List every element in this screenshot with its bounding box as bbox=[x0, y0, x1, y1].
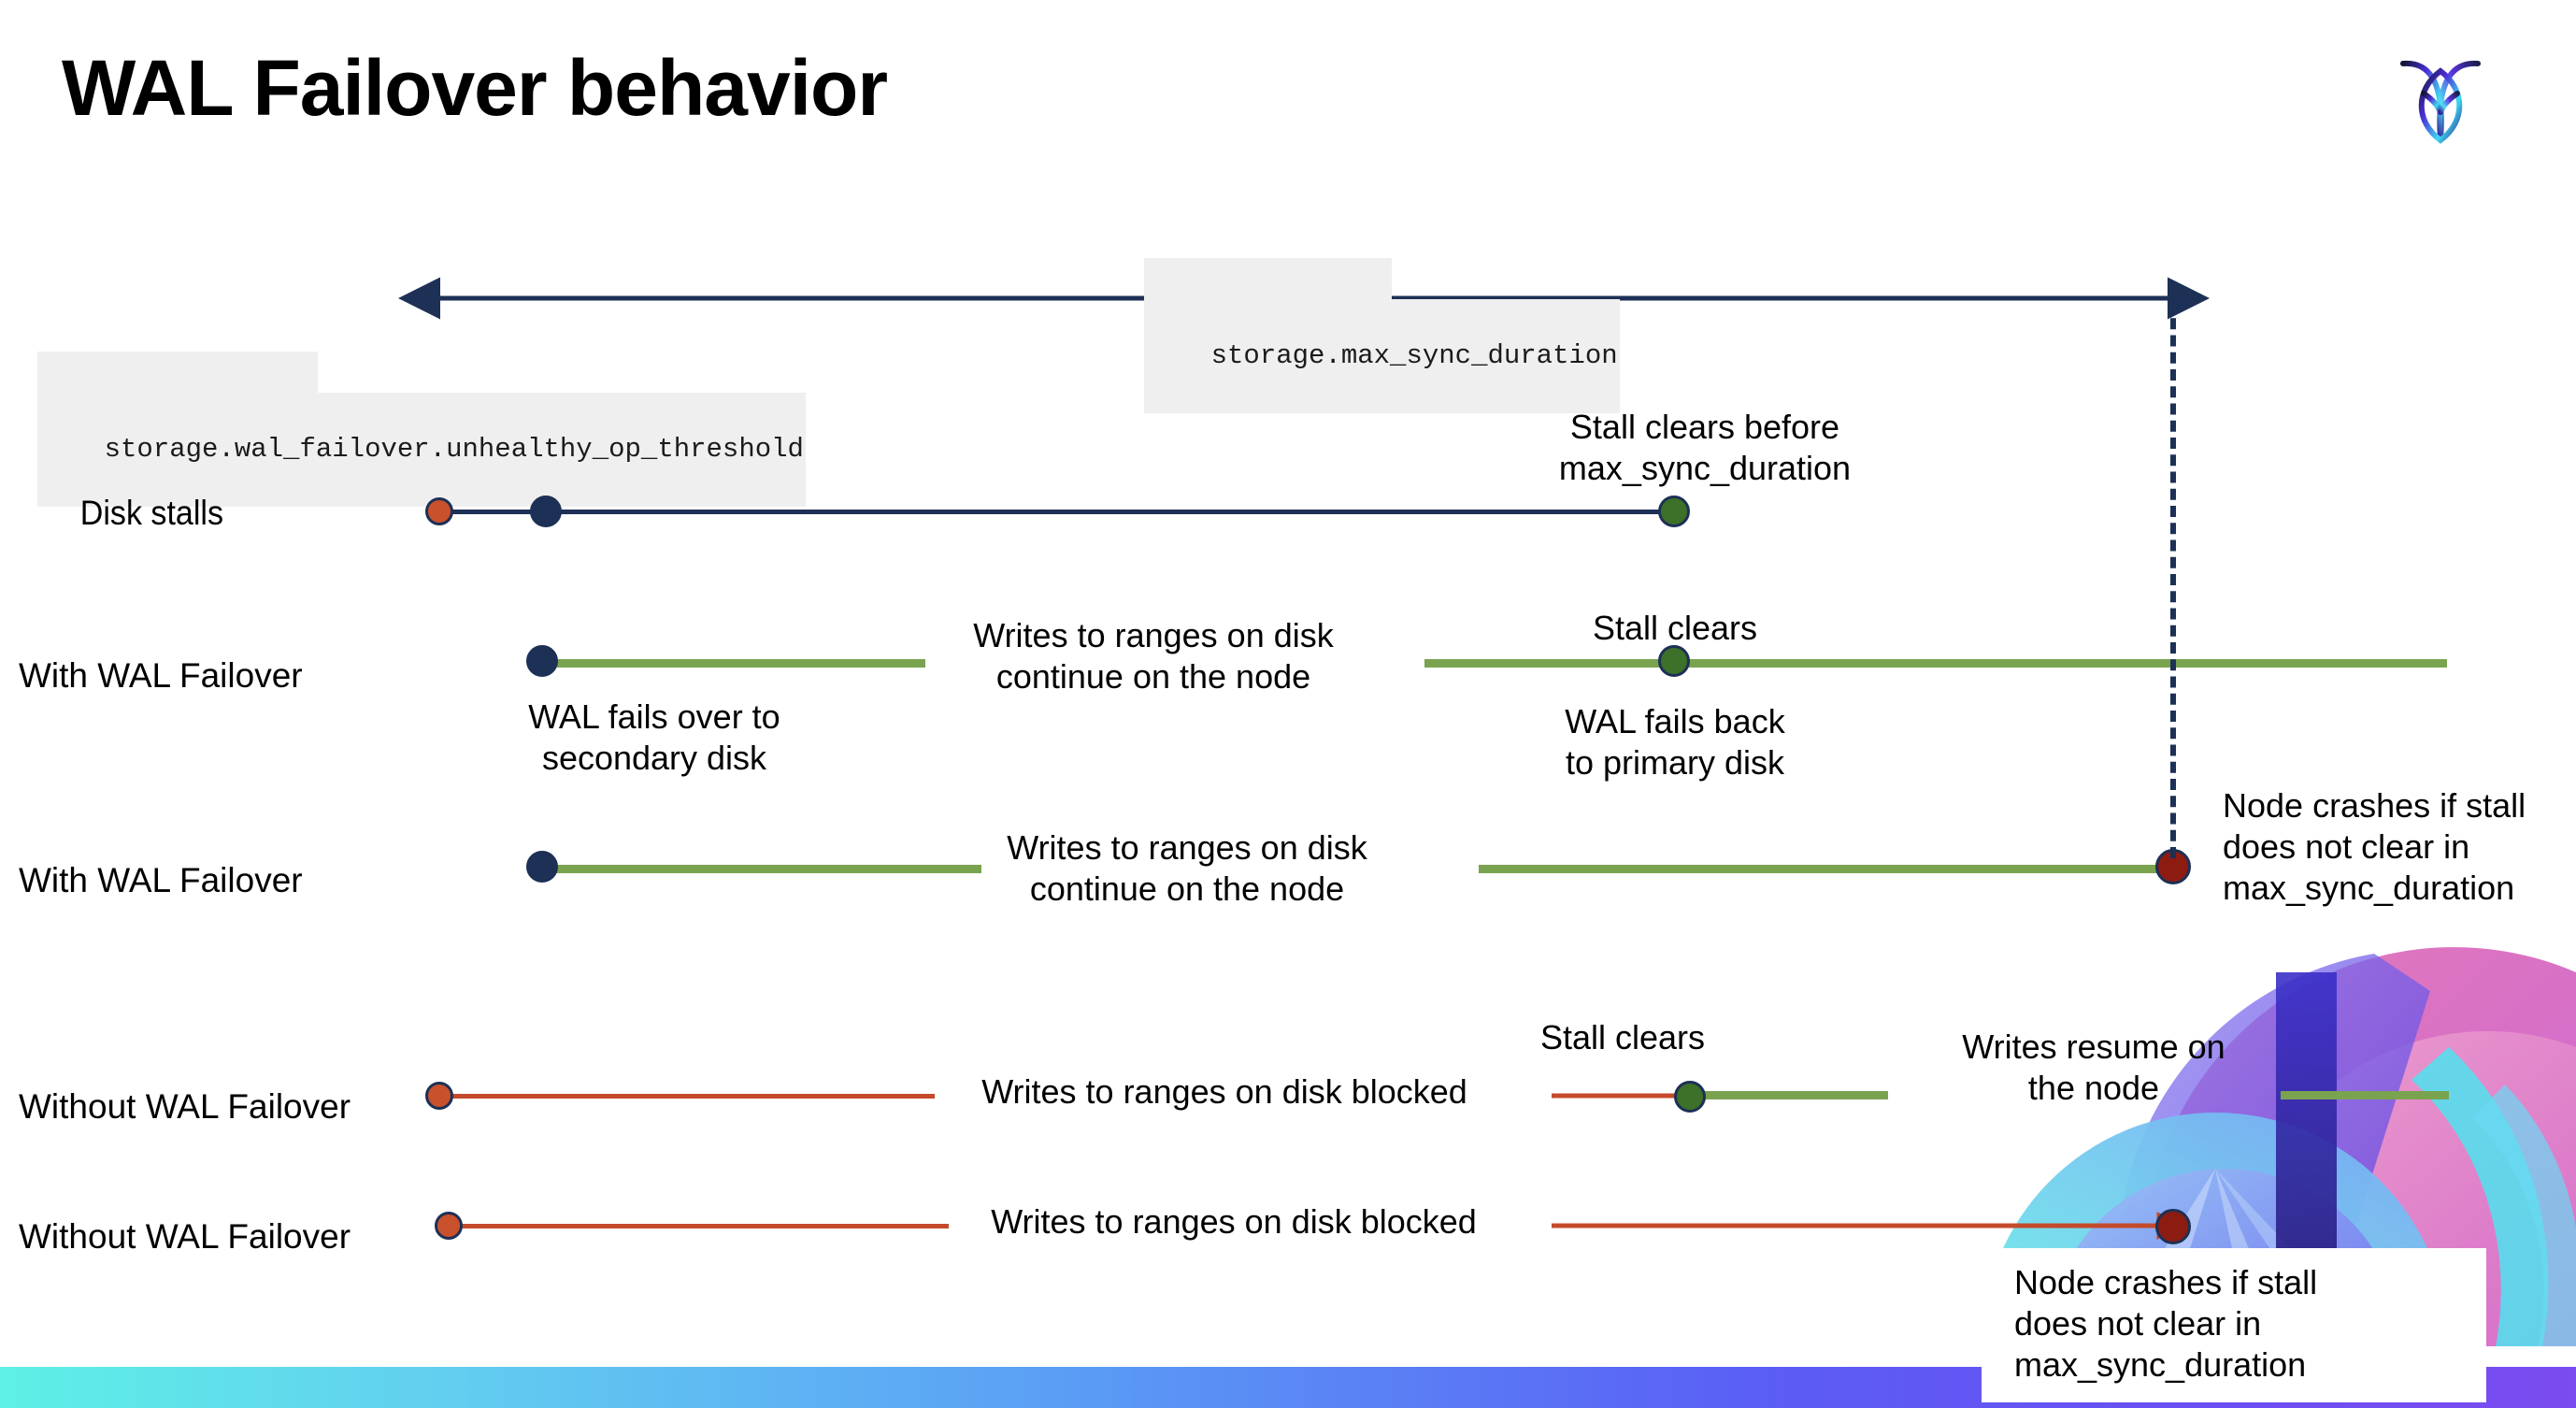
annotation-writes-continue-1: Writes to ranges on disk continue on the… bbox=[973, 616, 1334, 696]
row1-stall-start-dot bbox=[425, 497, 453, 525]
annotation-writes-continue-2: Writes to ranges on disk continue on the… bbox=[1007, 828, 1367, 908]
row4-timeline-resumed-a bbox=[1701, 1091, 1888, 1099]
row2-failover-dot bbox=[526, 645, 558, 677]
row4-stall-clear-dot bbox=[1674, 1081, 1706, 1113]
row-label-with-wal-failover-2: With WAL Failover bbox=[19, 861, 336, 900]
unhealthy-op-setting-text: storage.wal_failover.unhealthy_op_thresh… bbox=[104, 434, 804, 466]
max-sync-duration-dashed-connector bbox=[2170, 301, 2176, 858]
row5-node-crash-dot bbox=[2155, 1209, 2191, 1244]
row2-timeline-segment-a bbox=[542, 659, 925, 668]
row1-stall-clear-dot bbox=[1658, 496, 1690, 527]
annotation-stall-clears-row4: Stall clears bbox=[1539, 1018, 1706, 1056]
annotation-stall-clears-before: Stall clears before max_sync_duration bbox=[1558, 408, 1852, 487]
annotation-wal-fails-back: WAL fails back to primary disk bbox=[1565, 702, 1785, 782]
row4-stall-start-dot bbox=[425, 1082, 453, 1110]
row-label-without-wal-failover-2-text: Without WAL Failover bbox=[19, 1217, 351, 1256]
annotation-writes-blocked-1: Writes to ranges on disk blocked bbox=[981, 1072, 1467, 1111]
annotation-writes-blocked-2: Writes to ranges on disk blocked bbox=[991, 1202, 1477, 1241]
row3-timeline-segment-b bbox=[1479, 865, 2170, 873]
cockroachdb-logo-icon bbox=[2389, 36, 2492, 148]
max-sync-setting-text: storage.max_sync_duration bbox=[1210, 340, 1618, 372]
row5-stall-start-dot bbox=[435, 1212, 463, 1240]
row-label-with-wal-failover-1: With WAL Failover bbox=[19, 656, 336, 696]
row-label-with-wal-failover-1-text: With WAL Failover bbox=[19, 656, 303, 695]
row3-failover-dot bbox=[526, 851, 558, 883]
max-sync-setting-chip: storage.max_sync_duration bbox=[1144, 299, 1620, 414]
row-label-without-wal-failover-2: Without WAL Failover bbox=[19, 1217, 393, 1257]
annotation-wal-fails-over: WAL fails over to secondary disk bbox=[528, 697, 780, 777]
page-title: WAL Failover behavior bbox=[62, 44, 888, 132]
annotation-node-crashes-row5: Node crashes if stall does not clear in … bbox=[2014, 1263, 2318, 1384]
row2-stall-clear-dot bbox=[1658, 645, 1690, 677]
row4-timeline-blocked-a bbox=[449, 1094, 935, 1099]
annotation-node-crashes-row3: Node crashes if stall does not clear in … bbox=[2223, 786, 2526, 907]
row1-timeline bbox=[439, 510, 1673, 514]
row2-timeline-segment-b bbox=[1424, 659, 2447, 668]
row-label-with-wal-failover-2-text: With WAL Failover bbox=[19, 861, 303, 899]
annotation-stall-clears-row2: Stall clears bbox=[1592, 609, 1758, 647]
row1-failover-dot bbox=[530, 496, 562, 527]
annotation-writes-resume: Writes resume on the node bbox=[1962, 1027, 2225, 1107]
row3-timeline-segment-a bbox=[542, 865, 981, 873]
row-label-without-wal-failover-1: Without WAL Failover bbox=[19, 1087, 393, 1127]
node-crash-callout-backdrop bbox=[1982, 1248, 2486, 1402]
row-label-disk-stalls-text: Disk stalls bbox=[79, 494, 223, 532]
row-label-without-wal-failover-1-text: Without WAL Failover bbox=[19, 1087, 351, 1126]
row4-timeline-resumed-b bbox=[2281, 1091, 2449, 1099]
unhealthy-op-setting-chip: storage.wal_failover.unhealthy_op_thresh… bbox=[37, 393, 806, 508]
row5-timeline-blocked-a bbox=[458, 1224, 949, 1228]
